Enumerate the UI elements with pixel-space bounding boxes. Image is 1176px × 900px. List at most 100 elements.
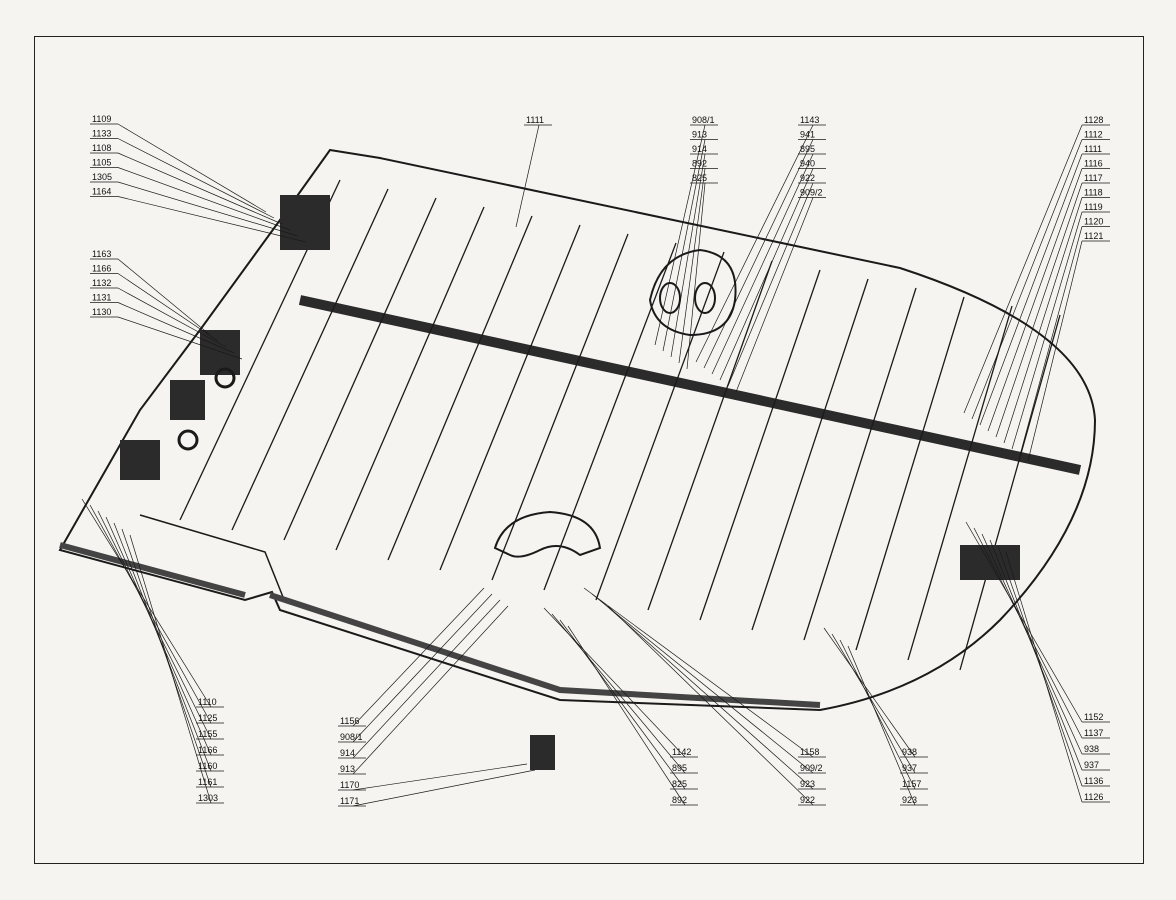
callout-leader <box>117 273 219 342</box>
callout-leader <box>711 153 814 375</box>
callout-leader <box>515 124 540 228</box>
callout-leader <box>979 153 1083 426</box>
callout-label: 1161 <box>198 777 217 787</box>
callout-label: 1112 <box>1084 130 1103 140</box>
callout-leader <box>997 545 1083 787</box>
callout-labels: 1109113311081105130511641163116611321131… <box>92 114 1103 806</box>
callout-label: 922 <box>800 795 815 805</box>
callout-label: 908/1 <box>692 115 715 125</box>
callout-label: 1108 <box>92 143 111 153</box>
callout-leader <box>551 613 686 774</box>
callout-leader <box>678 168 706 364</box>
callout-leader <box>973 527 1083 739</box>
callout-leader <box>1011 211 1083 450</box>
callout-leader <box>117 152 283 225</box>
callout-label: 908/1 <box>340 732 363 742</box>
callout-label: 1303 <box>198 793 218 803</box>
callout-leader <box>117 316 243 360</box>
callout-leader <box>583 587 814 758</box>
callout-leader <box>847 645 916 806</box>
callout-leader <box>607 605 814 806</box>
rib <box>907 305 1013 661</box>
rib <box>491 233 629 581</box>
callout-label: 1109 <box>92 114 111 124</box>
rib <box>595 251 725 601</box>
drawing-border <box>34 36 1144 864</box>
callout-label: 1128 <box>1084 115 1103 125</box>
callout-label: 1156 <box>340 716 359 726</box>
rib <box>283 197 437 541</box>
callout-leader <box>1019 226 1083 456</box>
callout-leader <box>121 528 212 788</box>
callout-label: 825 <box>672 779 687 789</box>
callout-leader <box>670 153 706 358</box>
callout-label: 1105 <box>92 158 111 168</box>
rib <box>387 215 533 561</box>
callout-label: 922 <box>800 173 815 183</box>
callout-label: 1117 <box>1084 173 1103 183</box>
callout-leader <box>567 625 686 806</box>
callout-label: 1121 <box>1084 231 1103 241</box>
callout-leader <box>963 124 1083 414</box>
callout-label: 1157 <box>902 779 921 789</box>
callout-label: 913 <box>340 764 355 774</box>
callout-label: 937 <box>1084 760 1099 770</box>
callout-label: 1170 <box>340 780 359 790</box>
callout-leaders <box>81 123 1110 807</box>
callout-leader <box>823 627 916 758</box>
callout-label: 1111 <box>526 115 544 125</box>
callout-label: 892 <box>672 795 687 805</box>
callout-leader <box>352 605 509 775</box>
callout-leader <box>117 196 307 243</box>
callout-label: 938 <box>1084 744 1099 754</box>
callout-leader <box>117 123 267 213</box>
rib <box>803 287 917 641</box>
callout-label: 1143 <box>800 115 819 125</box>
callout-leader <box>703 139 814 369</box>
callout-leader <box>831 633 916 774</box>
callout-label: 1152 <box>1084 712 1103 722</box>
rib <box>855 296 965 651</box>
callout-leader <box>117 138 275 219</box>
wing-ribs <box>179 179 1061 671</box>
callout-label: 1164 <box>92 187 111 197</box>
callout-leader <box>654 124 706 346</box>
callout-label: 1136 <box>1084 776 1103 786</box>
rib <box>335 206 485 551</box>
callout-label: 914 <box>340 748 355 758</box>
callout-leader <box>1005 551 1083 803</box>
callout-label: 1116 <box>1084 159 1103 169</box>
callout-label: 895 <box>672 763 687 773</box>
callout-label: 1126 <box>1084 792 1103 802</box>
callout-leader <box>352 593 493 743</box>
callout-label: 895 <box>800 144 815 154</box>
callout-label: 892 <box>692 159 707 169</box>
callout-label: 1155 <box>198 729 217 739</box>
callout-label: 1158 <box>800 747 819 757</box>
callout-leader <box>117 302 235 354</box>
callout-leader <box>591 593 814 774</box>
callout-label: 1119 <box>1084 202 1103 212</box>
callout-label: 938 <box>902 747 917 757</box>
callout-leader <box>352 763 528 791</box>
callout-label: 825 <box>692 173 707 183</box>
callout-label: 1171 <box>340 796 359 806</box>
callout-leader <box>129 534 212 804</box>
callout-leader <box>1003 197 1083 444</box>
callout-leader <box>735 197 814 393</box>
rib <box>699 269 821 621</box>
callout-leader <box>1027 240 1083 462</box>
root-fittings <box>120 195 1020 770</box>
callout-label: 1166 <box>92 264 111 274</box>
callout-leader <box>719 168 814 381</box>
rib <box>231 188 389 531</box>
callout-leader <box>97 510 212 740</box>
rib <box>439 224 581 571</box>
callout-leader <box>995 182 1083 438</box>
callout-leader <box>352 599 501 759</box>
callout-leader <box>543 607 686 758</box>
callout-leader <box>599 599 814 790</box>
callout-label: 1130 <box>92 307 111 317</box>
callout-leader <box>662 139 706 352</box>
